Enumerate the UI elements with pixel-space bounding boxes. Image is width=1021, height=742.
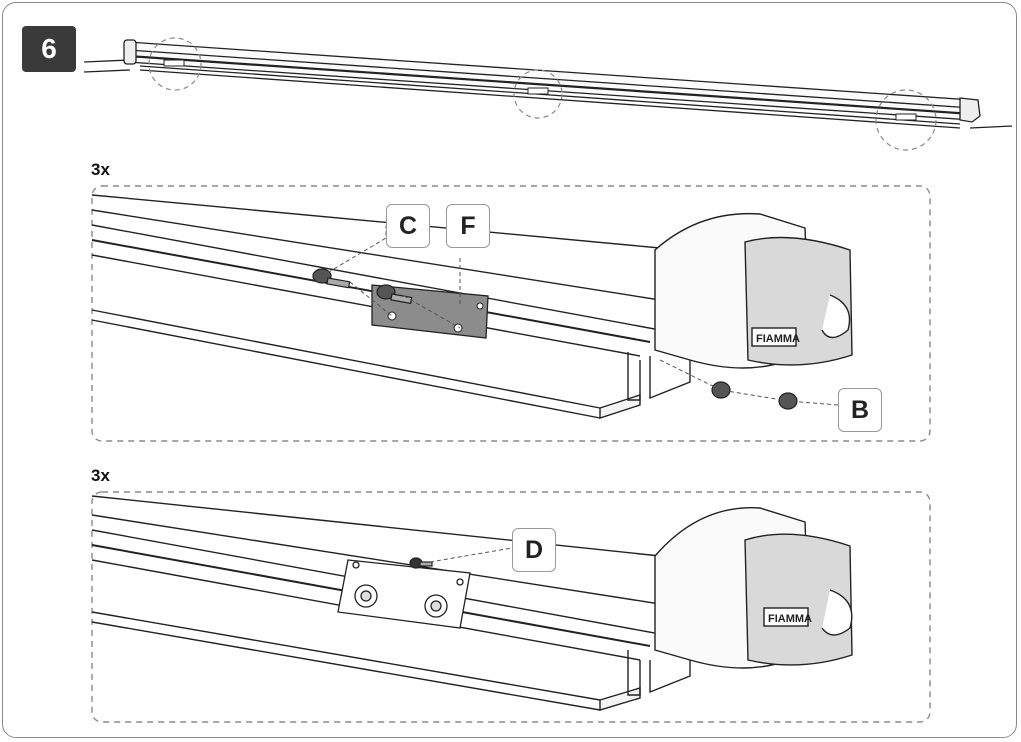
detail-circle-middle bbox=[513, 69, 563, 119]
detail-circle-left bbox=[148, 37, 202, 91]
bracket-mark-right bbox=[895, 113, 917, 121]
awning-closeup-2: FIAMMA bbox=[91, 495, 853, 711]
quantity-label-panel-2: 3x bbox=[91, 466, 110, 485]
quantity-label-panel-1: 3x bbox=[91, 160, 110, 179]
callout-b: B bbox=[838, 388, 882, 432]
svg-text:FIAMMA: FIAMMA bbox=[756, 333, 800, 345]
nut-b-1 bbox=[711, 381, 731, 399]
awning-closeup-1: FIAMMA bbox=[91, 194, 853, 419]
callout-f: F bbox=[446, 204, 490, 248]
screw-d bbox=[409, 557, 433, 569]
detail-panel-2 bbox=[91, 491, 931, 723]
detail-panel-1 bbox=[91, 185, 931, 442]
callout-d: D bbox=[512, 528, 556, 572]
callout-c: C bbox=[386, 204, 430, 248]
mounting-plate-2 bbox=[337, 559, 471, 629]
bracket-mark-middle bbox=[527, 87, 549, 95]
detail-circle-right bbox=[875, 89, 937, 151]
step-number-badge: 6 bbox=[22, 26, 76, 72]
svg-text:FIAMMA: FIAMMA bbox=[768, 613, 812, 625]
bracket-mark-left bbox=[163, 59, 185, 67]
awning-overview bbox=[83, 39, 1013, 129]
bolt-c-2 bbox=[376, 284, 413, 305]
